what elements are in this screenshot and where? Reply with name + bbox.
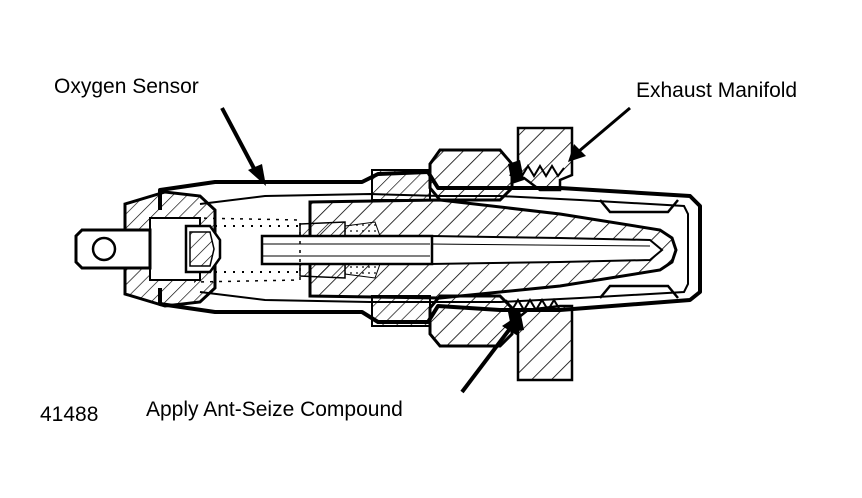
label-oxygen-sensor: Oxygen Sensor (54, 75, 199, 98)
ceramic-element (308, 198, 678, 300)
label-exhaust-manifold: Exhaust Manifold (636, 79, 798, 102)
callout-apply-compound (460, 314, 520, 394)
inner-tube (260, 221, 434, 279)
callout-oxygen-sensor (220, 107, 266, 186)
hex-nut (371, 148, 514, 348)
label-apply-compound: Apply Ant-Seize Compound (146, 398, 403, 421)
figure-number: 41488 (40, 403, 99, 426)
connector-end (74, 190, 222, 308)
callout-exhaust-manifold (568, 106, 631, 162)
